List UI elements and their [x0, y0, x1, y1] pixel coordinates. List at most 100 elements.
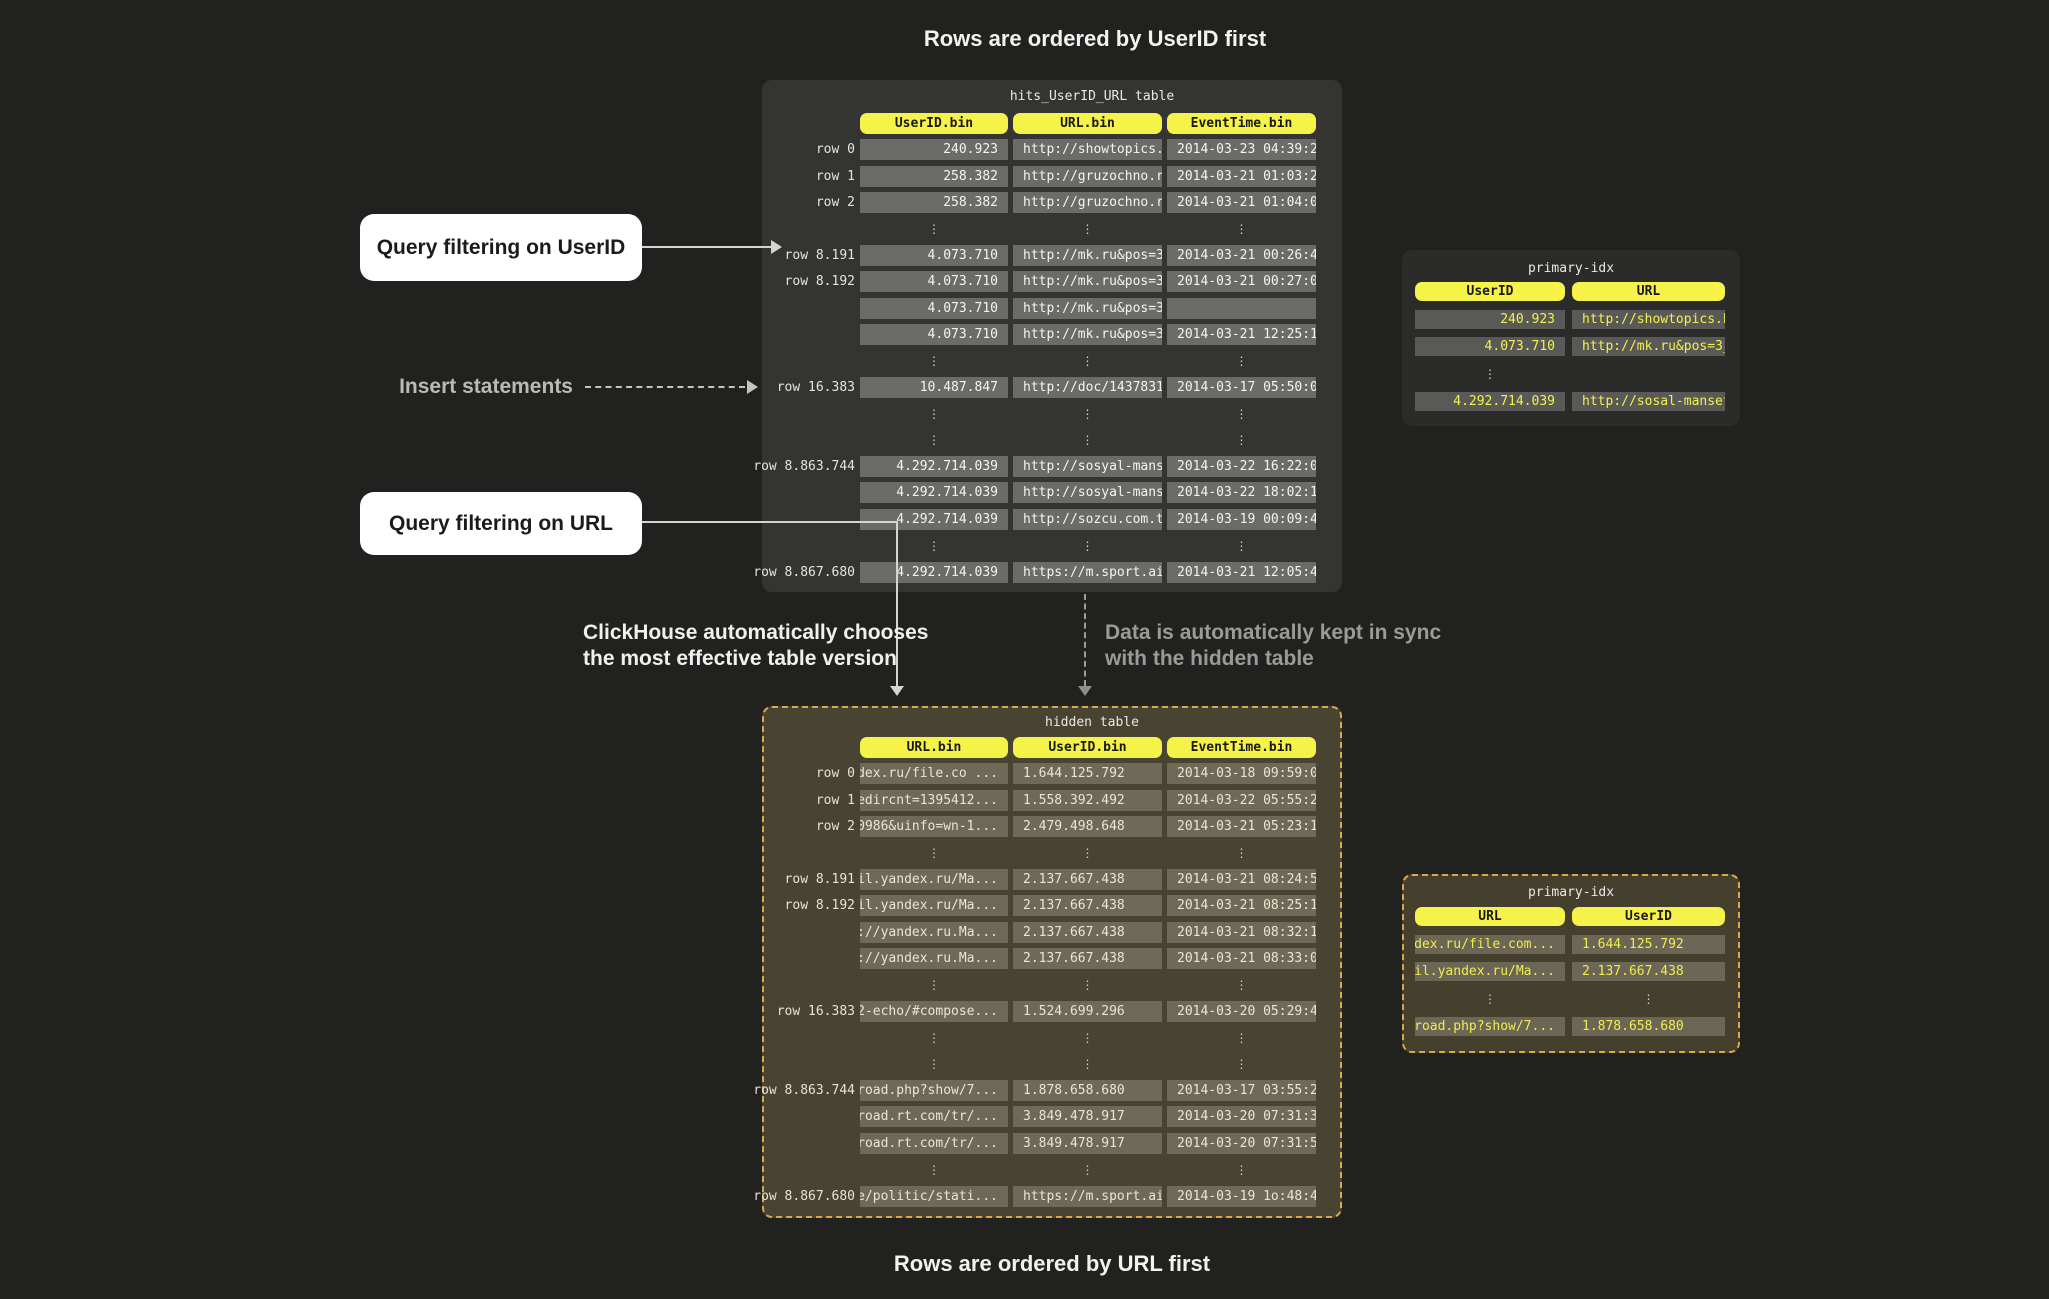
- dots-ellipsis: ⋮: [1081, 222, 1094, 237]
- dots-ellipsis: ⋮: [1484, 992, 1496, 1006]
- arrow-query-userid-head-icon: [771, 240, 782, 254]
- column-header: EventTime.bin: [1167, 113, 1316, 134]
- row-label: [770, 509, 855, 530]
- table-cell: 2014-03-21 01:04:08: [1167, 192, 1316, 214]
- table-cell: goal://r52-echo/#compose...: [860, 1000, 1008, 1022]
- primary-idx-top-panel: primary-idx UserID URL 240.923 http://showt…: [1402, 250, 1740, 426]
- dots-ellipsis: ⋮: [1235, 538, 1248, 553]
- row-label: [770, 298, 855, 319]
- row-label: row 2: [815, 819, 855, 835]
- column-header: URL.bin: [1013, 113, 1162, 134]
- bottom-title: Rows are ordered by URL first: [893, 1251, 1211, 1276]
- dots-ellipsis: ⋮: [928, 1030, 940, 1045]
- table-cell: http://showtopics.html%3...: [1572, 309, 1725, 329]
- table-cell: http://wroad.php?show/7...: [860, 1080, 1008, 1102]
- table-cell: /click.yandex.ru/file.co ...: [860, 763, 1008, 785]
- table-cell: goal://mail.yandex.ru/Ma...: [860, 895, 1008, 917]
- column-header: UserID.bin: [860, 113, 1008, 134]
- note-sync-line2: with the hidden table: [1105, 647, 1314, 670]
- dots-ellipsis: ⋮: [928, 1057, 940, 1072]
- row-label: [770, 1159, 855, 1180]
- table-cell: goal://yandex.ru.Ma...: [860, 921, 1008, 943]
- table-cell: /clck.yandex.ru/file.com...: [1415, 934, 1565, 954]
- table-cell: 1.644.125.792: [1572, 934, 1725, 954]
- note-sync-line1: Data is automatically kept in sync: [1105, 621, 1442, 644]
- query-filtering-url-label: Query filtering on URL: [388, 511, 613, 535]
- dots-ellipsis: ⋮: [1642, 992, 1655, 1006]
- table-cell: 1.878.658.680: [1013, 1080, 1162, 1102]
- dots-ellipsis: ⋮: [1235, 406, 1248, 421]
- table-cell: goal://yandex.ru.Ma...: [860, 948, 1008, 970]
- table-cell: 4.073.710: [860, 324, 1008, 346]
- table-cell: http://doc/1437831&is_mo...: [1013, 376, 1162, 398]
- table-cell: 2014-03-21 08:25:15: [1167, 895, 1316, 917]
- dots-ellipsis: ⋮: [928, 354, 940, 369]
- table-cell: http://mk.ru&pos=3_0: [1572, 337, 1725, 356]
- table-cell: 1.644.125.792: [1013, 763, 1162, 785]
- table-cell: http://showtopics.html%3...: [1013, 139, 1162, 161]
- table-cell: 240.923: [860, 139, 1008, 161]
- note-kept-in-sync: Data is automatically kept in sync with …: [1105, 620, 1441, 672]
- table-cell: 3.849.478.917: [1013, 1106, 1162, 1128]
- table-cell: 2014-03-20 05:29:42: [1167, 1000, 1316, 1022]
- primary-idx-top-grid: UserID URL 240.923 http://showtopics.html%3…: [1415, 282, 1725, 411]
- table-cell: goal://200986&uinfo=wn-1...: [860, 816, 1008, 838]
- table-cell: 2014-03-21 05:23:19: [1167, 816, 1316, 838]
- row-label: row 8.863.744: [753, 1083, 855, 1099]
- table-cell: https://m.sport.airway/?: [1013, 561, 1162, 583]
- table-cell: 2.137.667.438: [1572, 962, 1725, 981]
- table-cell: 1.878.658.680: [1572, 1017, 1725, 1036]
- table-cell: 2014-03-17 05:50:01: [1167, 376, 1316, 398]
- dots-ellipsis: ⋮: [1081, 1030, 1094, 1045]
- insert-statements-dashed-line: [585, 386, 745, 388]
- row-label: [770, 922, 855, 943]
- dots-ellipsis: ⋮: [1081, 354, 1094, 369]
- row-label: row 16.383: [776, 379, 855, 395]
- row-label: [770, 1054, 855, 1075]
- column-header: UserID.bin: [1013, 737, 1162, 758]
- dots-ellipsis: ⋮: [1081, 1162, 1094, 1177]
- row-label: row 1: [815, 792, 855, 808]
- row-label: row 0: [815, 142, 855, 158]
- table-cell: goal://mail.yandex.ru/Ma...: [1415, 962, 1565, 981]
- table-cell: 2.137.667.438: [1013, 868, 1162, 890]
- insert-statements-arrow-head-icon: [747, 380, 758, 394]
- primary-idx-top-title: primary-idx: [1527, 261, 1615, 276]
- table-cell: goal://mail.yandex.ru/Ma...: [860, 868, 1008, 890]
- table-cell: 3.849.478.917: [1013, 1132, 1162, 1154]
- row-label: row 8.867.680: [753, 1188, 855, 1204]
- table-cell: 4.073.710: [860, 297, 1008, 319]
- note-chooses-line2: the most effective table version: [583, 647, 897, 670]
- table-cell: /click/jsredircnt=1395412...: [860, 789, 1008, 811]
- table-cell: 2014-03-21 08:32:15: [1167, 921, 1316, 943]
- dots-ellipsis: ⋮: [928, 1162, 940, 1177]
- table-cell: 2.137.667.438: [1013, 895, 1162, 917]
- dots-ellipsis: ⋮: [1081, 1057, 1094, 1072]
- column-header: URL: [1572, 282, 1725, 301]
- row-label: row 1: [815, 168, 855, 184]
- column-header: UserID: [1415, 282, 1565, 301]
- dots-ellipsis: ⋮: [1081, 406, 1094, 421]
- table-cell: 4.073.710: [860, 244, 1008, 266]
- sync-arrow-head-icon: [1078, 686, 1092, 696]
- table-cell: 2.479.498.648: [1013, 816, 1162, 838]
- row-label: row 16.383: [776, 1003, 855, 1019]
- table-cell: http://mk.ru&pos=3_0: [1013, 244, 1162, 266]
- row-label: [770, 948, 855, 969]
- column-header: EventTime.bin: [1167, 737, 1316, 758]
- table-cell: 258.382: [860, 165, 1008, 187]
- table-cell: 240.923: [1415, 309, 1565, 329]
- table-cell: 4.292.714.039: [860, 456, 1008, 478]
- row-label: [770, 975, 855, 996]
- row-label: [770, 843, 855, 864]
- arrow-query-userid-line: [642, 246, 772, 248]
- arrow-query-url-hline: [642, 521, 898, 523]
- column-header: UserID: [1572, 907, 1725, 926]
- table-cell: http: //wroad.php?show/7...: [1415, 1017, 1565, 1036]
- row-label: row 8.192: [784, 898, 855, 914]
- dots-spacer: [1572, 365, 1725, 384]
- table-cell: 2.137.667.438: [1013, 948, 1162, 970]
- row-label: row 2: [815, 195, 855, 211]
